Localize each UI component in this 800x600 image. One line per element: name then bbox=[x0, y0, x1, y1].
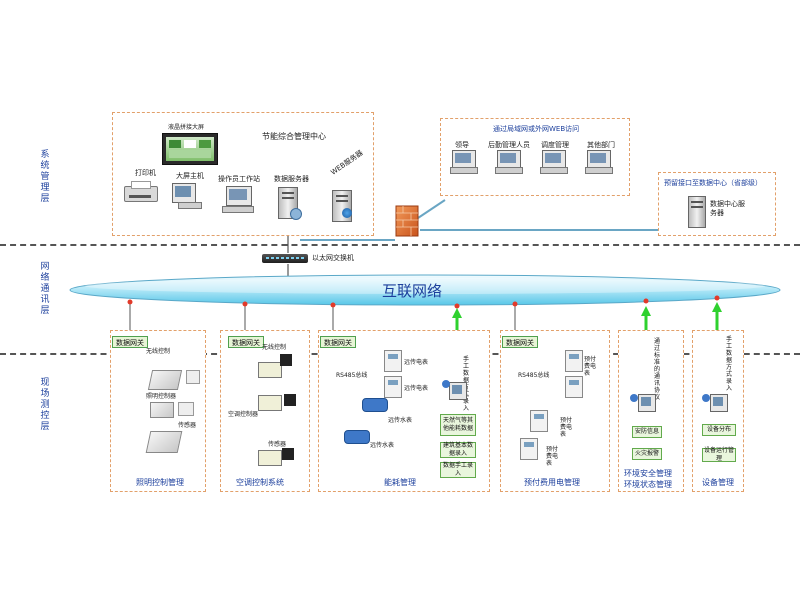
switch-label: 以太网交换机 bbox=[312, 254, 354, 262]
equip-pc-icon bbox=[710, 394, 728, 412]
printer-label: 打印机 bbox=[135, 169, 156, 177]
env-title-1: 环境安全管理 bbox=[624, 469, 672, 478]
energy-pc-icon bbox=[449, 382, 467, 400]
gateway-lighting[interactable]: 数据网关 bbox=[112, 336, 148, 348]
env-pc-icon bbox=[638, 394, 656, 412]
lighting-wireless-label: 无线控制 bbox=[146, 348, 171, 355]
logistics-pc-icon bbox=[497, 150, 521, 168]
prepaid-rs485-label: RS485总线 bbox=[518, 372, 550, 379]
operator-ws-label: 操作员工作站 bbox=[218, 175, 260, 183]
separator-top bbox=[0, 244, 800, 246]
lcd-wall-icon bbox=[162, 133, 218, 165]
lcd-wall-label: 液晶拼接大屏 bbox=[168, 124, 205, 131]
equip-title: 设备管理 bbox=[702, 478, 734, 487]
firewall-icon bbox=[395, 205, 419, 237]
ethernet-switch-icon bbox=[262, 254, 308, 263]
security-info-button[interactable]: 安防信息 bbox=[632, 426, 662, 438]
ac-sensor-icon-3 bbox=[282, 448, 294, 460]
reserve-interface-box bbox=[658, 172, 776, 236]
layer-label-network: 网络通讯层 bbox=[40, 262, 50, 316]
layer-label-field: 现场测控层 bbox=[40, 378, 50, 432]
lighting-sensor-icon-2 bbox=[178, 402, 194, 416]
remote-elec1-label: 远传电表 bbox=[404, 359, 429, 366]
database-icon bbox=[290, 208, 302, 220]
lighting-controller-label: 照明控制器 bbox=[146, 393, 177, 400]
remote-water-meter-icon-2 bbox=[344, 430, 370, 444]
dispatch-pc-icon bbox=[542, 150, 566, 168]
lan-title: 通过局域网或外网WEB访问 bbox=[493, 125, 580, 133]
other-dept-pc-icon bbox=[587, 150, 611, 168]
large-screen-host-icon bbox=[172, 183, 196, 203]
gateway-energy[interactable]: 数据网关 bbox=[320, 336, 356, 348]
printer-icon bbox=[124, 181, 158, 202]
ac-controller-icon-3 bbox=[258, 450, 282, 466]
dc-server-icon bbox=[688, 196, 706, 228]
remote-elec-meter-icon-2 bbox=[384, 376, 402, 398]
ac-sensor-icon-2 bbox=[284, 394, 296, 406]
ac-wireless-label: 无线控制 bbox=[262, 344, 287, 351]
prepaid-title: 预付费用电管理 bbox=[524, 478, 580, 487]
equip-distribution-button[interactable]: 设备分布 bbox=[702, 424, 736, 436]
data-server-label: 数据服务器 bbox=[274, 175, 309, 183]
energy-rs485-label: RS485总线 bbox=[336, 372, 368, 379]
env-user-icon bbox=[630, 394, 638, 402]
large-screen-host-label: 大屏主机 bbox=[176, 172, 204, 180]
lighting-controller-icon-2 bbox=[150, 402, 174, 418]
prepaid-meter1-label: 预付费电表 bbox=[584, 356, 597, 377]
layer-label-system: 系统管理层 bbox=[40, 150, 50, 204]
fire-alarm-button[interactable]: 火灾报警 bbox=[632, 448, 662, 460]
reserve-title: 预留接口至数据中心（省部级） bbox=[664, 179, 762, 187]
ac-controller-icon-1 bbox=[258, 362, 282, 378]
gas-data-button[interactable]: 天然气等其他能耗数据 bbox=[440, 414, 476, 436]
remote-water1-label: 远传水表 bbox=[388, 417, 413, 424]
logistics-label: 后勤管理人员 bbox=[488, 141, 530, 149]
lighting-sensor-label: 传感器 bbox=[178, 422, 197, 429]
ac-controller-label: 空调控制器 bbox=[228, 411, 259, 418]
prepaid-meter-icon-1 bbox=[565, 350, 583, 372]
ac-sensor-label: 传感器 bbox=[268, 441, 287, 448]
center-title: 节能综合管理中心 bbox=[262, 132, 326, 141]
gateway-ac[interactable]: 数据网关 bbox=[228, 336, 264, 348]
building-data-button[interactable]: 建筑基本数据录入 bbox=[440, 442, 476, 458]
gateway-prepaid[interactable]: 数据网关 bbox=[502, 336, 538, 348]
dispatch-label: 调度管理 bbox=[541, 141, 569, 149]
equip-run-button[interactable]: 设备运行管理 bbox=[702, 447, 736, 462]
prepaid-meter-icon-4 bbox=[520, 438, 538, 460]
prepaid-meter2-label: 预付费电表 bbox=[560, 417, 573, 438]
prepaid-meter-icon-3 bbox=[530, 410, 548, 432]
env-protocol-label: 通过标准的通讯协议 bbox=[653, 338, 660, 401]
equip-manual-input-label: 手工数据方式录入 bbox=[725, 336, 732, 392]
remote-water2-label: 远传水表 bbox=[370, 442, 395, 449]
globe-icon bbox=[342, 208, 352, 218]
leader-pc-icon bbox=[452, 150, 476, 168]
ac-controller-icon-2 bbox=[258, 395, 282, 411]
other-dept-label: 其他部门 bbox=[587, 141, 615, 149]
management-center-box bbox=[112, 112, 374, 236]
lighting-controller-icon-3 bbox=[145, 431, 183, 453]
remote-elec2-label: 远传电表 bbox=[404, 385, 429, 392]
prepaid-meter3-label: 预付费电表 bbox=[546, 446, 559, 467]
equip-user-icon bbox=[702, 394, 710, 402]
prepaid-meter-icon-2 bbox=[565, 376, 583, 398]
energy-title: 能耗管理 bbox=[384, 478, 416, 487]
manual-data-button[interactable]: 数据手工录入 bbox=[440, 462, 476, 478]
energy-user-icon bbox=[442, 380, 450, 388]
operator-ws-icon bbox=[226, 186, 252, 206]
prepaid-box bbox=[500, 330, 610, 492]
remote-water-meter-icon-1 bbox=[362, 398, 388, 412]
ac-title: 空调控制系统 bbox=[236, 478, 284, 487]
dc-server-label: 数据中心服务器 bbox=[710, 200, 745, 217]
leader-label: 领导 bbox=[455, 141, 469, 149]
env-title-2: 环境状态管理 bbox=[624, 480, 672, 489]
lighting-controller-icon bbox=[147, 370, 183, 390]
internet-label: 互联网络 bbox=[382, 282, 443, 300]
ac-sensor-icon-1 bbox=[280, 354, 292, 366]
remote-elec-meter-icon-1 bbox=[384, 350, 402, 372]
lighting-title: 照明控制管理 bbox=[136, 478, 184, 487]
lighting-sensor-icon-1 bbox=[186, 370, 200, 384]
